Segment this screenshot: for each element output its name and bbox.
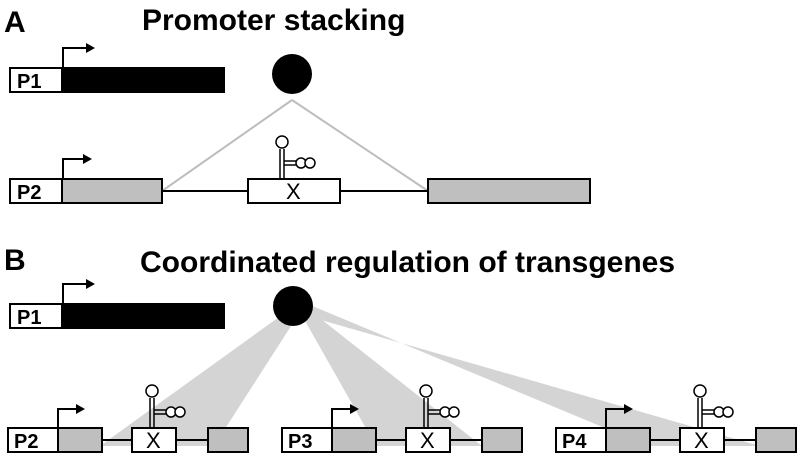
rna-hairpin-icon bbox=[275, 135, 316, 180]
panel-b-construct-p3: P3 X bbox=[281, 384, 523, 453]
transcription-start-arrow-icon bbox=[62, 154, 92, 179]
panel-a-title: Promoter stacking bbox=[142, 4, 405, 37]
interaction-fan-p2 bbox=[100, 312, 300, 446]
panel-a-p2-construct: P2 X bbox=[9, 135, 591, 204]
promoter-label-p1: P1 bbox=[17, 71, 41, 93]
gene-block-grey-left bbox=[331, 427, 377, 453]
panel-b-title: Coordinated regulation of transgenes bbox=[140, 246, 675, 279]
rna-hairpin-icon bbox=[693, 384, 734, 429]
promoter-label-p2: P2 bbox=[14, 431, 38, 453]
promoter-box-p1 bbox=[9, 67, 63, 93]
panel-b-letter: B bbox=[4, 244, 26, 277]
transcription-start-arrow-icon bbox=[62, 43, 95, 68]
interaction-fan-p3 bbox=[300, 312, 482, 446]
link-line-left bbox=[161, 99, 293, 192]
element-label-x: X bbox=[420, 428, 435, 453]
gene-block-grey-left bbox=[61, 178, 163, 204]
transcription-start-arrow-icon bbox=[331, 404, 359, 428]
promoter-label-p4: P4 bbox=[562, 431, 587, 453]
gene-block-grey-left bbox=[605, 427, 651, 453]
gene-block-grey-right bbox=[755, 427, 797, 453]
transcription-start-arrow-icon bbox=[605, 404, 633, 428]
gene-block-grey-right bbox=[207, 427, 249, 453]
element-box-x bbox=[679, 427, 725, 453]
gene-block-grey-left bbox=[57, 427, 103, 453]
gene-block-black bbox=[61, 303, 225, 329]
gene-block-black bbox=[61, 67, 225, 93]
panel-b-construct-p2: P2 X bbox=[7, 384, 249, 453]
enhancer-circle-icon bbox=[272, 54, 312, 94]
promoter-label-p1: P1 bbox=[17, 307, 41, 329]
link-line-right bbox=[291, 99, 429, 192]
panel-b-construct-p4: P4 X bbox=[555, 384, 797, 453]
transcription-start-arrow-icon bbox=[62, 279, 95, 304]
panel-b-p1-construct: P1 bbox=[9, 279, 225, 329]
promoter-label-p2: P2 bbox=[17, 182, 41, 204]
transcription-start-arrow-icon bbox=[57, 404, 85, 428]
element-label-x: X bbox=[286, 179, 301, 204]
gene-block-grey-right bbox=[427, 178, 591, 204]
promoter-box-p2 bbox=[9, 178, 63, 204]
panel-a-p1-construct: P1 bbox=[9, 43, 225, 93]
promoter-box-p1 bbox=[9, 303, 63, 329]
element-label-x: X bbox=[146, 428, 161, 453]
element-label-x: X bbox=[694, 428, 709, 453]
promoter-label-p3: P3 bbox=[288, 431, 312, 453]
gene-block-grey-right bbox=[481, 427, 523, 453]
element-box-x bbox=[247, 178, 341, 204]
panel-a-letter: A bbox=[4, 6, 26, 39]
enhancer-circle-icon bbox=[273, 286, 313, 326]
